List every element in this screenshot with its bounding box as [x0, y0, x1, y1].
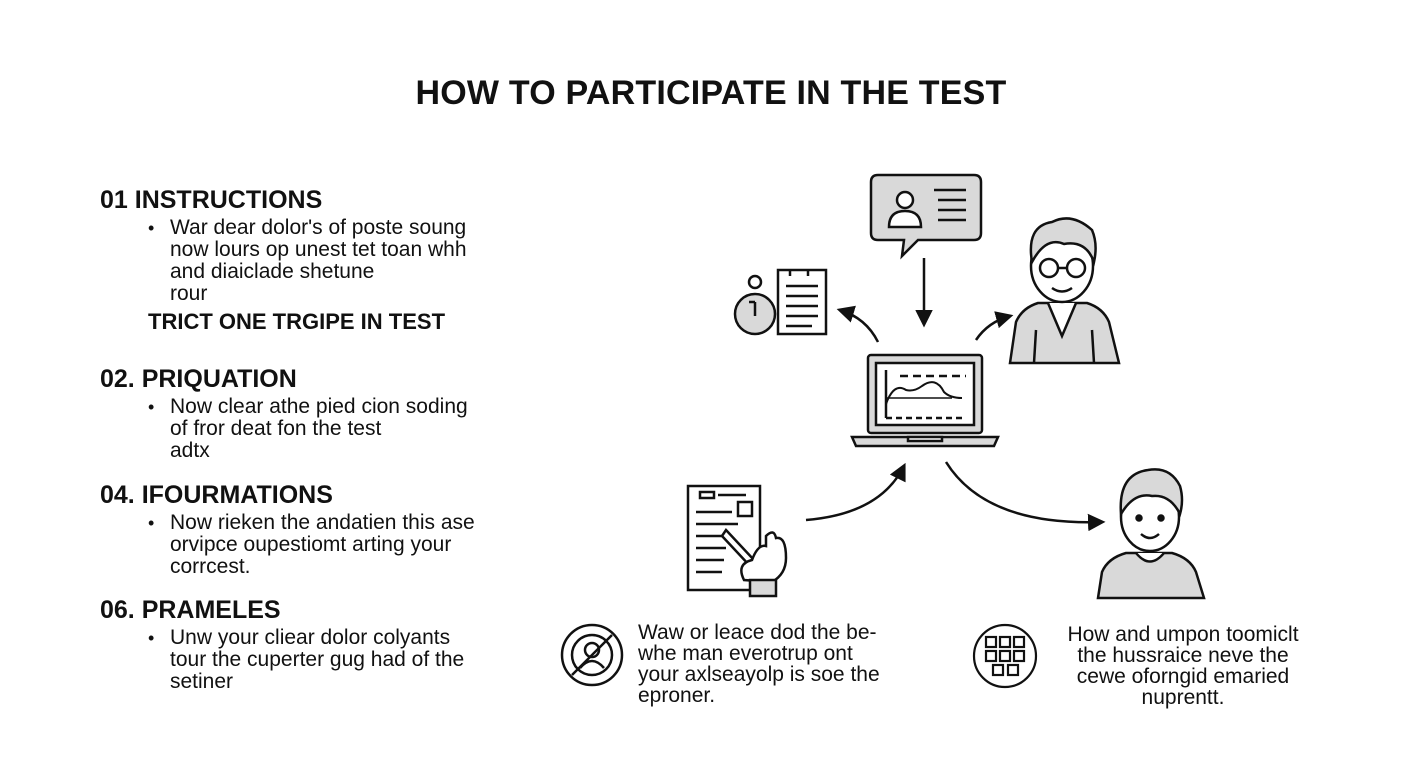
caption-right: How and umpon toomiclt the hussraice nev…	[1048, 624, 1318, 708]
flow-arrows	[805, 258, 1106, 532]
section-heading: 01 INSTRUCTIONS	[100, 186, 323, 214]
caption-left: Waw or leace dod the be- whe man everotr…	[638, 622, 880, 706]
bullet-line: adtx	[170, 439, 210, 462]
arrow-from-form	[805, 462, 906, 522]
caption-line: your axlseayolp is soe the	[638, 663, 880, 686]
clock-document-icon	[733, 268, 828, 336]
caption-line: the hussraice neve the	[1077, 644, 1289, 667]
section-heading: 04. IFOURMATIONS	[100, 481, 333, 509]
bullet-line: corrcest.	[170, 555, 251, 578]
no-person-icon	[560, 623, 624, 687]
person-icon	[1096, 468, 1206, 600]
section-instructions: 01 INSTRUCTIONS War dear dolor's of post…	[100, 185, 520, 305]
bullet-line: of fror deat fon the test	[170, 417, 382, 440]
bullet-line: rour	[170, 282, 208, 305]
bullet-line: tour the cuperter gug had of the	[170, 648, 465, 671]
laptop-chart-icon	[850, 353, 1000, 448]
section-ifourmations: 04. IFOURMATIONS Now rieken the andatien…	[100, 480, 520, 578]
id-card-speech-bubble-icon	[869, 173, 983, 260]
bullet-line: now lours op unest tet toan whh	[170, 238, 467, 261]
section-bullet: War dear dolor's of poste soung now lour…	[148, 216, 520, 305]
caption-line: whe man everotrup ont	[638, 642, 853, 665]
caption-line: How and umpon toomiclt	[1067, 623, 1299, 646]
bullet-line: War dear dolor's of poste soung	[170, 216, 467, 239]
bullet-line: and diaiclade shetune	[170, 260, 375, 283]
arrow-to-person-glasses	[974, 311, 1014, 341]
bullet-line: Unw your cliear dolor colyants	[170, 626, 451, 649]
caption-line: nuprentt.	[1141, 686, 1225, 709]
page-title: HOW TO PARTICIPATE IN THE TEST	[415, 74, 1007, 112]
caption-line: cewe oforngid emaried	[1076, 665, 1290, 688]
bullet-line: setiner	[170, 670, 234, 693]
section-heading: 02. PRIQUATION	[100, 365, 297, 393]
person-with-glasses-icon	[1008, 217, 1121, 365]
caption-line: Waw or leace dod the be-	[638, 621, 877, 644]
arrow-to-clock	[836, 305, 880, 343]
section-bullet: Now rieken the andatien this ase orvipce…	[148, 511, 520, 578]
arrow-to-person	[944, 461, 1106, 532]
bullet-line: Now rieken the andatien this ase	[170, 511, 475, 534]
grid-apps-icon	[972, 623, 1038, 689]
section-heading: 06. PRAMELES	[100, 596, 281, 624]
subheading: TRICT ONE TRGIPE IN TEST	[148, 309, 446, 334]
bullet-line: Now clear athe pied cion soding	[170, 395, 468, 418]
section-bullet: Now clear athe pied cion soding of fror …	[148, 395, 520, 462]
section-bullet: Unw your cliear dolor colyants tour the …	[148, 626, 520, 693]
section-priquation: 02. PRIQUATION Now clear athe pied cion …	[100, 364, 520, 462]
form-hand-pen-icon	[686, 484, 788, 598]
bullet-line: orvipce oupestiomt arting your	[170, 533, 452, 556]
caption-line: eproner.	[638, 684, 716, 707]
section-prameles: 06. PRAMELES Unw your cliear dolor colya…	[100, 595, 520, 693]
